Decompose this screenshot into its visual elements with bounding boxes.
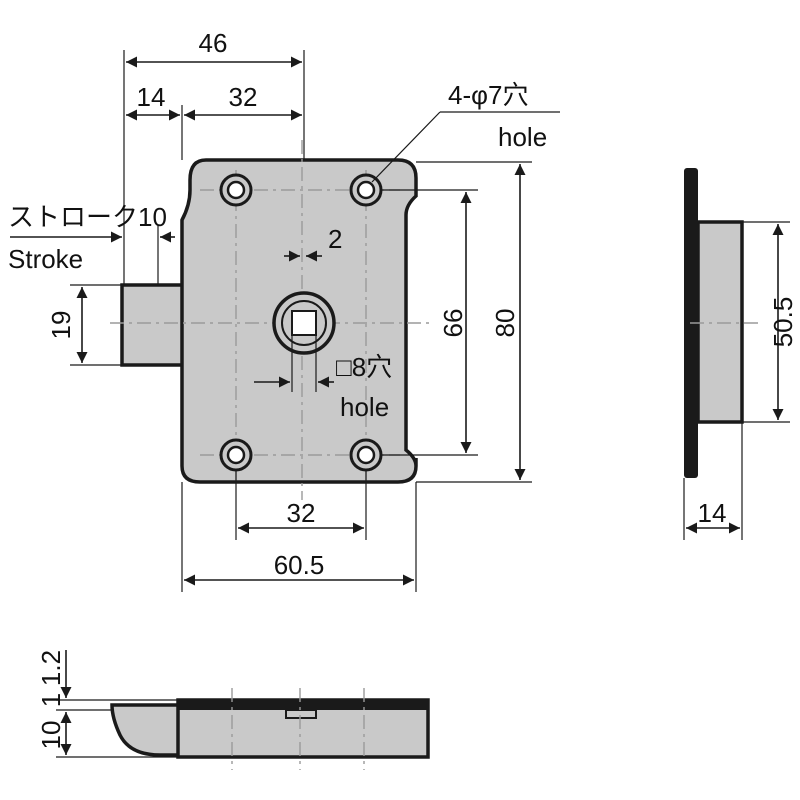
mounting-hole-top-left xyxy=(219,173,253,207)
side-view: 50.5 14 xyxy=(683,168,798,540)
bottom-slot xyxy=(285,709,317,719)
square-hole-boss xyxy=(272,291,336,355)
dim-46: 46 xyxy=(199,28,228,58)
hole-note-jp: 4-φ7穴 xyxy=(448,80,528,110)
front-view: 46 14 32 4-φ7穴 hole ストローク10 Stroke 2 19 … xyxy=(8,28,560,592)
dim-2: 2 xyxy=(328,224,342,254)
dim-14-side: 14 xyxy=(698,498,727,528)
dim-50-5: 50.5 xyxy=(768,297,798,348)
square-hole-en: hole xyxy=(340,392,389,422)
side-case xyxy=(696,220,744,424)
dim-32-top: 32 xyxy=(229,82,258,112)
dim-10: 10 xyxy=(36,721,66,750)
dim-14-top: 14 xyxy=(137,82,166,112)
dim-19: 19 xyxy=(46,311,76,340)
dim-32-bottom: 32 xyxy=(287,498,316,528)
dim-1-2: 1.2 xyxy=(36,650,66,686)
square-hole-jp: □8穴 xyxy=(336,352,392,382)
dim-80: 80 xyxy=(490,309,520,338)
bolt xyxy=(120,283,188,367)
bottom-bolt xyxy=(110,703,182,757)
mounting-hole-bottom-right xyxy=(349,438,383,472)
bottom-flange xyxy=(178,700,428,710)
dim-1: 1 xyxy=(36,693,66,707)
hole-note-en: hole xyxy=(498,122,547,152)
mounting-hole-bottom-left xyxy=(219,438,253,472)
stroke-label-jp: ストローク10 xyxy=(8,202,167,232)
bottom-view: 1.2 1 10 xyxy=(36,650,430,770)
dim-60-5: 60.5 xyxy=(274,550,325,580)
dim-66: 66 xyxy=(438,309,468,338)
mounting-hole-top-right xyxy=(349,173,383,207)
stroke-label-en: Stroke xyxy=(8,244,83,274)
